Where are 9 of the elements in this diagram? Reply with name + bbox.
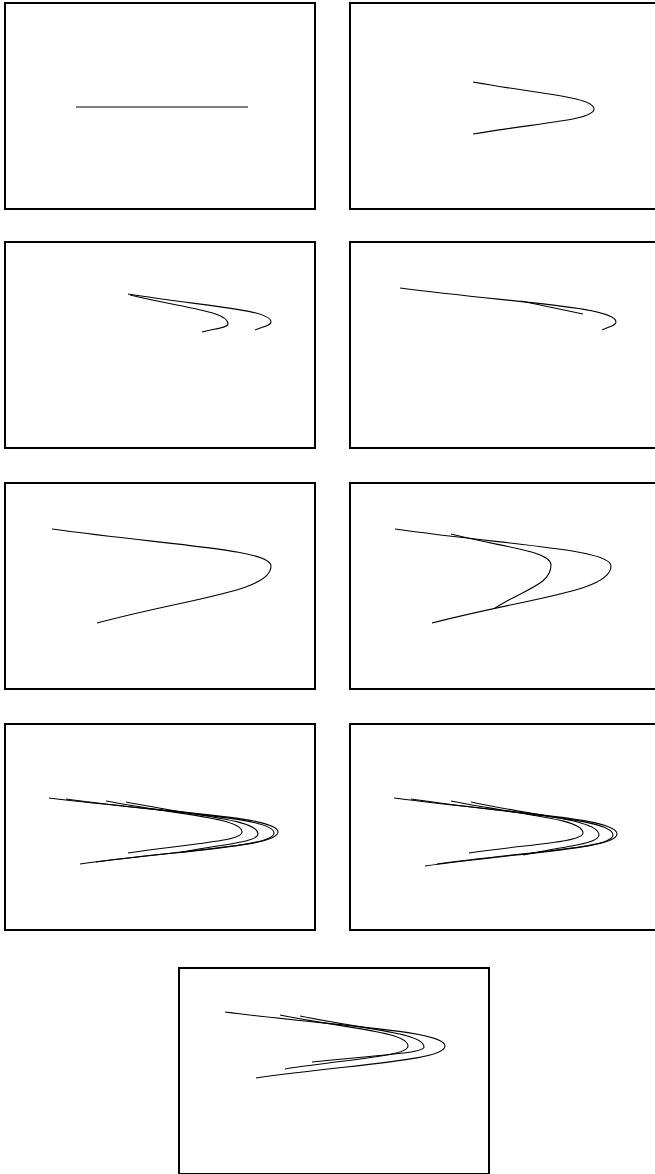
plot-panel bbox=[4, 2, 316, 210]
plot-panel bbox=[349, 482, 655, 690]
plot-panel bbox=[4, 241, 316, 449]
plot-panel bbox=[4, 723, 316, 931]
plot-panel bbox=[178, 967, 490, 1174]
plot-panel bbox=[4, 482, 316, 690]
plot-panel bbox=[349, 723, 655, 931]
plot-panel bbox=[349, 241, 655, 449]
plot-panel bbox=[349, 2, 655, 210]
